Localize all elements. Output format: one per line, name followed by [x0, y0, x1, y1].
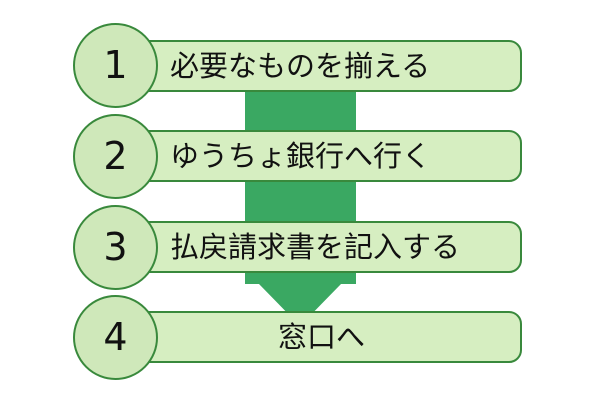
flow-arrow-shape [245, 92, 356, 326]
